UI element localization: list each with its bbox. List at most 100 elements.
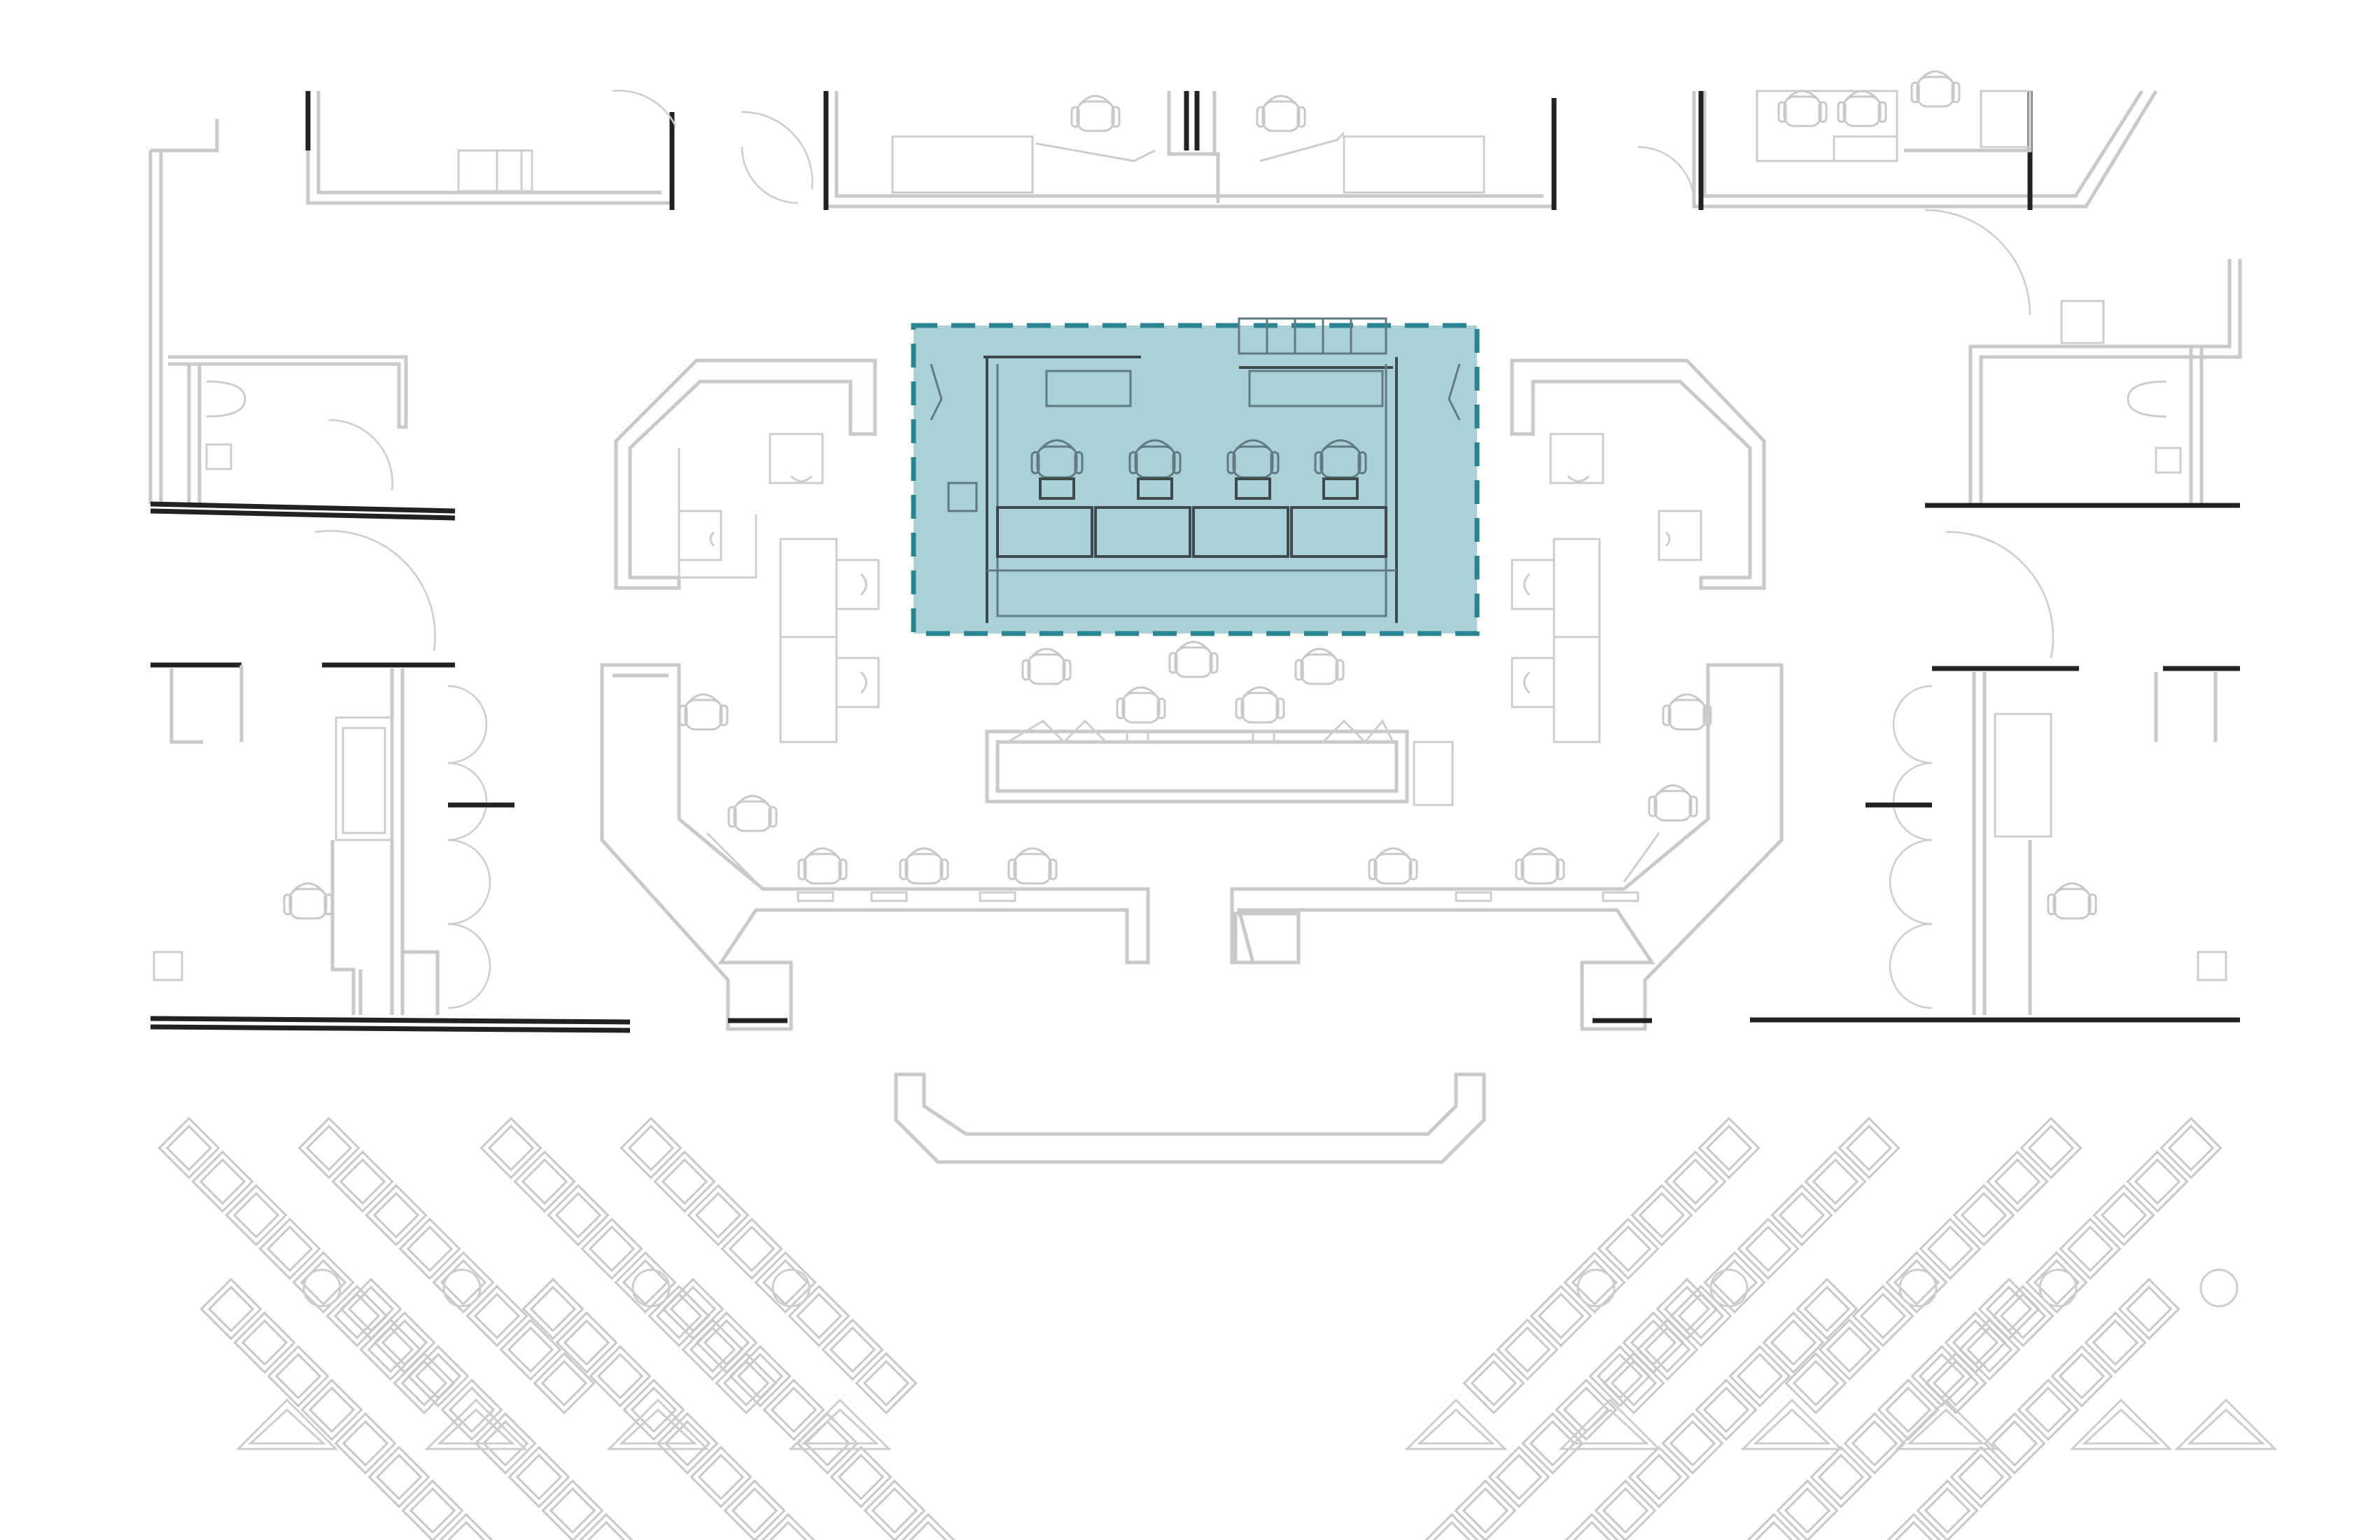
round-table bbox=[631, 1268, 671, 1308]
waiting-seat bbox=[864, 1480, 925, 1540]
waiting-seat bbox=[2093, 1184, 2155, 1246]
waiting-seat bbox=[514, 1151, 575, 1212]
waiting-seat bbox=[1984, 1413, 2045, 1474]
lower-main-desk bbox=[600, 663, 1784, 1031]
highlighted-workstation-zone bbox=[911, 317, 1480, 636]
waiting-seat bbox=[1805, 1151, 1866, 1212]
waiting-seat bbox=[2059, 1218, 2121, 1280]
waiting-seat bbox=[763, 1379, 825, 1441]
center-counter bbox=[985, 640, 1454, 806]
side-table bbox=[2176, 1399, 2276, 1450]
waiting-seat bbox=[2127, 1151, 2188, 1212]
waiting-seat bbox=[1953, 1184, 2015, 1246]
waiting-seat bbox=[2118, 1278, 2180, 1340]
waiting-seat bbox=[1695, 1379, 1757, 1441]
waiting-seat bbox=[1488, 1446, 1550, 1508]
waiting-tables bbox=[237, 1268, 2276, 1450]
waiting-seat bbox=[654, 1151, 715, 1212]
waiting-seat bbox=[1455, 1480, 1516, 1540]
waiting-seating-right bbox=[1421, 1117, 2222, 1540]
waiting-seat bbox=[1628, 1446, 1690, 1508]
side-table bbox=[1896, 1399, 1996, 1450]
left-rooms bbox=[148, 119, 631, 1033]
waiting-seat bbox=[2160, 1117, 2222, 1179]
waiting-seat bbox=[200, 1278, 262, 1340]
waiting-seat bbox=[1631, 1184, 1693, 1246]
waiting-seat bbox=[2051, 1345, 2113, 1407]
waiting-seat bbox=[1877, 1379, 1939, 1441]
waiting-seat bbox=[480, 1117, 542, 1179]
waiting-seat bbox=[690, 1446, 752, 1508]
waiting-seat bbox=[724, 1480, 785, 1540]
waiting-seat bbox=[1698, 1117, 1760, 1179]
waiting-seat bbox=[441, 1379, 503, 1441]
waiting-seat bbox=[433, 1252, 494, 1313]
waiting-seat bbox=[721, 1218, 783, 1280]
waiting-seat bbox=[508, 1446, 570, 1508]
round-table bbox=[1709, 1268, 1749, 1308]
workstation-pods bbox=[779, 538, 1601, 743]
waiting-seat bbox=[620, 1117, 682, 1179]
waiting-seat bbox=[2020, 1117, 2082, 1179]
waiting-seat bbox=[2085, 1312, 2146, 1373]
waiting-seat bbox=[589, 1345, 651, 1407]
waiting-seat bbox=[234, 1312, 295, 1373]
waiting-seat bbox=[1564, 1252, 1625, 1313]
waiting-seat bbox=[1777, 1480, 1838, 1540]
reception-desk-right bbox=[1510, 358, 1766, 590]
waiting-seat bbox=[1662, 1413, 1723, 1474]
waiting-seat bbox=[755, 1252, 816, 1313]
round-table bbox=[771, 1268, 811, 1308]
waiting-seat bbox=[788, 1285, 850, 1347]
round-table bbox=[2199, 1268, 2239, 1308]
side-table bbox=[790, 1399, 890, 1450]
waiting-seat bbox=[2017, 1379, 2079, 1441]
right-rooms bbox=[1750, 209, 2242, 1023]
waiting-seat bbox=[547, 1184, 609, 1246]
side-table bbox=[237, 1399, 337, 1450]
waiting-seat bbox=[267, 1345, 329, 1407]
waiting-seat bbox=[1950, 1446, 2012, 1508]
waiting-seat bbox=[158, 1117, 220, 1179]
waiting-seat bbox=[1463, 1352, 1525, 1414]
waiting-seat bbox=[335, 1413, 396, 1474]
round-table bbox=[1898, 1268, 1938, 1308]
waiting-seat bbox=[365, 1184, 427, 1246]
waiting-seat bbox=[259, 1218, 321, 1280]
waiting-seat bbox=[615, 1252, 676, 1313]
waiting-bench bbox=[894, 1072, 1486, 1164]
waiting-seat bbox=[192, 1151, 253, 1212]
waiting-seat bbox=[1844, 1413, 1905, 1474]
waiting-seat bbox=[1852, 1285, 1914, 1347]
waiting-seat bbox=[687, 1184, 749, 1246]
round-table bbox=[2038, 1268, 2078, 1308]
side-table bbox=[1406, 1399, 1506, 1450]
round-table bbox=[1576, 1268, 1616, 1308]
waiting-seat bbox=[1497, 1319, 1558, 1380]
waiting-seat bbox=[1729, 1345, 1791, 1407]
waiting-seat bbox=[1737, 1218, 1799, 1280]
waiting-seat bbox=[623, 1379, 685, 1441]
reception-desk-left bbox=[614, 358, 877, 590]
waiting-seat bbox=[1987, 1151, 2048, 1212]
waiting-seat bbox=[402, 1480, 463, 1540]
round-table bbox=[302, 1268, 342, 1308]
waiting-seat bbox=[1704, 1252, 1765, 1313]
waiting-seat bbox=[1919, 1218, 1981, 1280]
waiting-seat bbox=[855, 1352, 917, 1414]
round-table bbox=[442, 1268, 482, 1308]
waiting-seat bbox=[581, 1218, 643, 1280]
waiting-seat bbox=[466, 1285, 528, 1347]
waiting-seat bbox=[1917, 1480, 1978, 1540]
waiting-seat bbox=[332, 1151, 393, 1212]
side-table bbox=[1742, 1399, 1842, 1450]
waiting-seating-left bbox=[158, 1117, 959, 1540]
waiting-seat bbox=[1530, 1285, 1592, 1347]
waiting-seat bbox=[2026, 1252, 2087, 1313]
waiting-seat bbox=[225, 1184, 287, 1246]
waiting-seat bbox=[298, 1117, 360, 1179]
waiting-seat bbox=[399, 1218, 461, 1280]
waiting-seat bbox=[1886, 1252, 1947, 1313]
waiting-seat bbox=[542, 1480, 603, 1540]
